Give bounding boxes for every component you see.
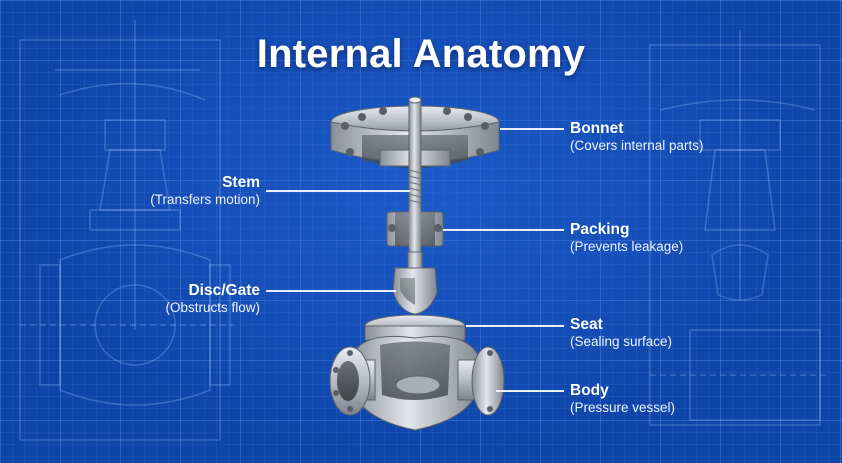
body-part — [329, 314, 505, 431]
leader-line-stem — [266, 190, 410, 192]
page-title: Internal Anatomy — [256, 32, 586, 76]
leader-line-seat — [466, 325, 564, 327]
label-disc: Disc/Gate (Obstructs flow) — [100, 282, 260, 315]
leader-line-body — [496, 390, 564, 392]
label-body-description: (Pressure vessel) — [570, 399, 676, 415]
label-disc-description: (Obstructs flow) — [165, 299, 260, 315]
label-seat: Seat (Sealing surface) — [570, 316, 770, 349]
label-body: Body (Pressure vessel) — [570, 382, 770, 415]
leader-line-bonnet — [500, 128, 564, 130]
label-stem-description: (Transfers motion) — [150, 191, 260, 207]
label-packing-description: (Prevents leakage) — [570, 238, 684, 254]
label-stem-name: Stem — [222, 174, 260, 191]
label-bonnet: Bonnet (Covers internal parts) — [570, 120, 770, 153]
packing-part — [386, 210, 444, 248]
leader-line-packing — [443, 229, 564, 231]
label-body-name: Body — [570, 382, 609, 399]
label-seat-description: (Sealing surface) — [570, 333, 673, 349]
label-seat-name: Seat — [570, 316, 603, 333]
label-packing: Packing (Prevents leakage) — [570, 221, 770, 254]
label-bonnet-description: (Covers internal parts) — [570, 137, 704, 153]
label-bonnet-name: Bonnet — [570, 120, 624, 137]
label-stem: Stem (Transfers motion) — [100, 174, 260, 207]
label-disc-name: Disc/Gate — [188, 282, 260, 299]
label-packing-name: Packing — [570, 221, 630, 238]
leader-line-disc — [266, 290, 396, 292]
disc-part — [392, 251, 438, 315]
